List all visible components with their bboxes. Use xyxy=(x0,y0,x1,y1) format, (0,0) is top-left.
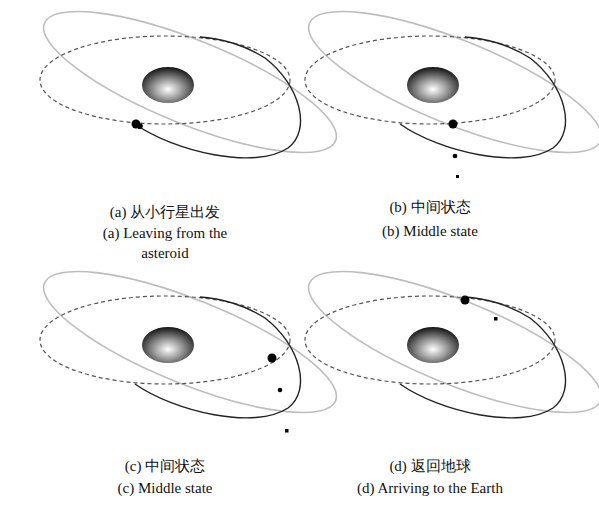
panel-d-figure xyxy=(294,244,599,440)
panel-b-figure xyxy=(294,0,599,180)
caption-text: (b) 中间状态 xyxy=(320,197,540,217)
caption-text: (c) 中间状态 xyxy=(55,456,275,476)
caption-text: (b) Middle state xyxy=(320,221,540,241)
panel-c-figure xyxy=(29,244,352,440)
caption-text: (c) Middle state xyxy=(55,478,275,498)
caption-text: (d) 返回地球 xyxy=(320,456,540,476)
caption-text: (d) Arriving to the Earth xyxy=(310,478,550,498)
caption-text: (a) 从小行星出发 xyxy=(55,202,275,222)
panel-a-figure xyxy=(29,0,352,180)
caption-text: (a) Leaving from the asteroid xyxy=(83,223,248,263)
